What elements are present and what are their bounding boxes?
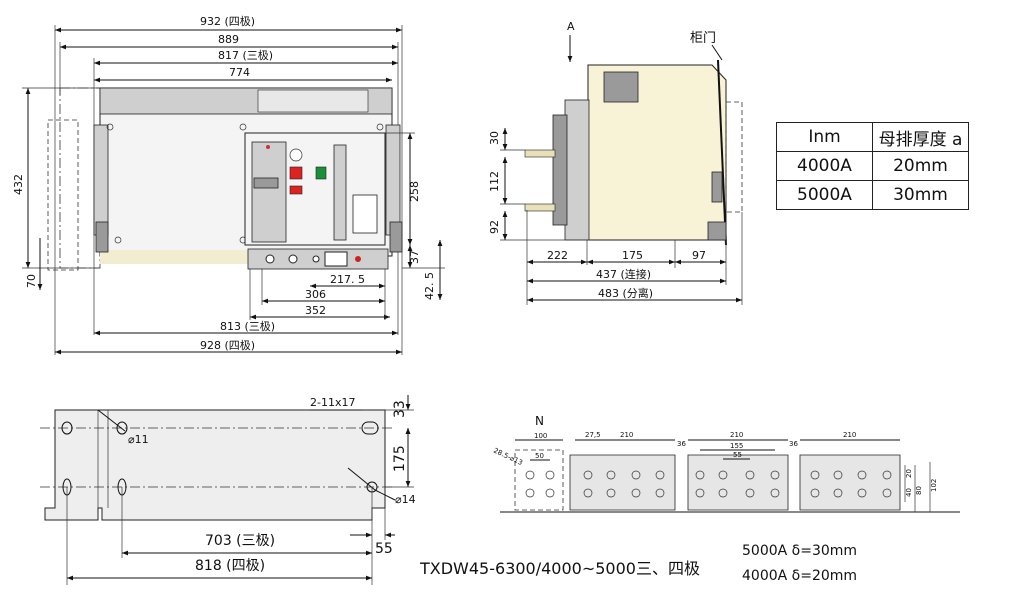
dim-42-5: 42. 5	[423, 272, 436, 300]
top-vent-slots	[257, 89, 369, 113]
table-cell: 30mm	[872, 180, 969, 210]
dim-37: 37	[408, 250, 421, 264]
table-row: 5000A 30mm	[776, 180, 969, 210]
label-a: A	[567, 20, 575, 33]
busbar-view: N 100 50 28.5-⌀13 27,5 210 36 210 155 55…	[492, 414, 960, 513]
dim-27-5: 27,5	[585, 431, 601, 439]
busbar-thickness-table: Inm 母排厚度 a 4000A 20mm 5000A 30mm	[776, 122, 969, 210]
table-header-cell: Inm	[776, 122, 873, 152]
dim-932: 932 (四极)	[200, 14, 255, 28]
dim-33: 33	[392, 400, 408, 418]
note-4000a: 4000A δ=20mm	[742, 568, 858, 584]
dim-306: 306	[305, 288, 326, 301]
dim-817: 817 (三极)	[218, 48, 273, 62]
dim-217-5: 217. 5	[330, 273, 365, 286]
dim-97: 97	[692, 249, 706, 262]
dim-437: 437 (连接)	[596, 268, 651, 281]
dim-80: 80	[915, 486, 923, 495]
dim-20: 20	[905, 469, 913, 478]
dim-703: 703 (三极)	[205, 533, 275, 549]
dim-258: 258	[408, 181, 421, 202]
dim-222: 222	[547, 249, 568, 262]
dim-210a: 210	[620, 431, 633, 439]
dim-155: 155	[730, 442, 743, 450]
dim-889: 889	[218, 33, 239, 46]
side-view: A 柜门 30 112 92 222 175	[488, 20, 743, 305]
dim-813: 813 (三极)	[220, 319, 275, 333]
table-cell: 5000A	[776, 180, 873, 210]
label-door: 柜门	[690, 31, 716, 46]
dim-210b: 210	[730, 431, 743, 439]
table-cell: 4000A	[776, 151, 873, 181]
dim-30: 30	[488, 131, 501, 145]
table-row: 4000A 20mm	[776, 151, 969, 181]
dim-92: 92	[488, 220, 501, 234]
label-n: N	[535, 414, 544, 428]
dim-432: 432	[12, 174, 25, 195]
dim-40: 40	[905, 488, 913, 497]
dim-36b: 36	[789, 440, 798, 448]
note-5000a: 5000A δ=30mm	[742, 543, 858, 559]
table-cell: 20mm	[872, 151, 969, 181]
dim-100: 100	[534, 432, 547, 440]
dim-50: 50	[535, 452, 544, 460]
dim-36a: 36	[677, 440, 686, 448]
dim-175: 175	[622, 249, 643, 262]
model-caption: TXDW45-6300/4000~5000三、四极	[420, 559, 700, 578]
base-view: ⌀11 2-11x17 ⌀14 33 175 703 (三极) 55 818 (…	[40, 395, 416, 585]
dim-818: 818 (四极)	[195, 558, 265, 574]
dim-55: 55	[375, 541, 393, 557]
dim-928: 928 (四极)	[200, 338, 255, 352]
table-header-row: Inm 母排厚度 a	[776, 122, 969, 152]
dim-d11: ⌀11	[128, 433, 149, 446]
dim-70: 70	[25, 274, 38, 288]
dim-112: 112	[488, 171, 501, 192]
dim-175b: 175	[392, 445, 408, 472]
label-holes: 2-11x17	[310, 396, 355, 409]
dim-774: 774	[229, 66, 250, 79]
dim-102: 102	[930, 479, 938, 492]
dim-210c: 210	[843, 431, 856, 439]
dim-55b: 55	[733, 451, 742, 459]
dim-352: 352	[305, 304, 326, 317]
front-view: 932 (四极) 889 817 (三极) 774 432 70	[12, 14, 445, 355]
dim-d14: ⌀14	[395, 493, 416, 506]
table-header-cell: 母排厚度 a	[872, 122, 969, 152]
dim-483: 483 (分离)	[598, 286, 653, 300]
